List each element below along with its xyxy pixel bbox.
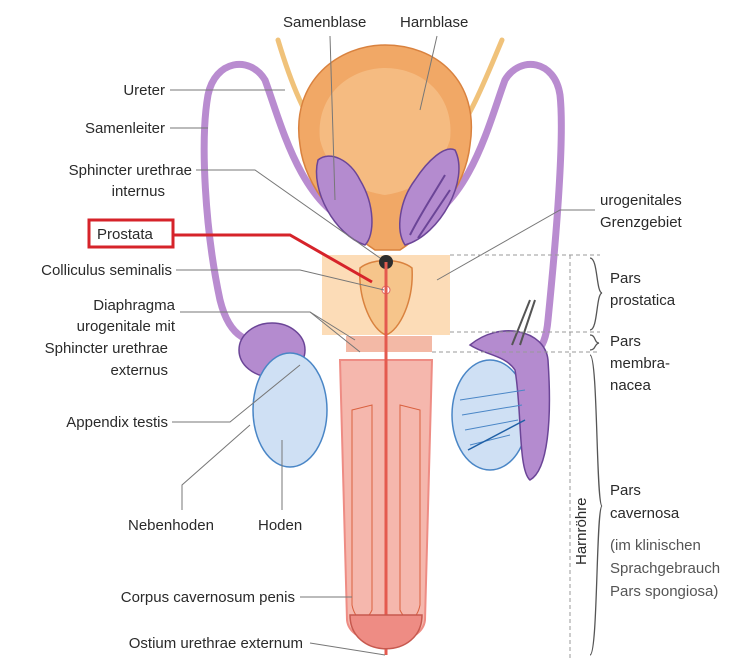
leader-nebenhoden [182,425,250,510]
label-diaphragma-2: urogenitale mit [77,318,176,335]
label-diaphragma-3: Sphincter urethrae [45,340,168,357]
label-samenleiter: Samenleiter [85,120,165,137]
leader-grenzgebiet [437,210,595,280]
label-appendix: Appendix testis [66,414,168,431]
label-pars-cav-3: (im klinischen [610,537,701,554]
label-colliculus: Colliculus seminalis [41,262,172,279]
label-pars-prost-2: prostatica [610,292,676,309]
label-sphincter-int-1: Sphincter urethrae [69,162,192,179]
penis-glans [350,615,422,649]
label-nebenhoden: Nebenhoden [128,517,214,534]
label-samenblase: Samenblase [283,14,366,31]
label-diaphragma-4: externus [110,362,168,379]
membranous-zone [346,336,432,352]
label-ureter: Ureter [123,82,165,99]
label-hoden: Hoden [258,517,302,534]
corpus-cavernosum [352,405,372,619]
label-pars-memb-2: membra- [610,355,670,372]
brace-membranacea [590,335,599,350]
label-pars-memb-1: Pars [610,333,641,350]
left-testis [253,353,327,467]
label-grenz-2: Grenzgebiet [600,214,683,231]
label-pars-memb-3: nacea [610,377,652,394]
label-pars-cav-2: cavernosa [610,505,680,522]
label-diaphragma-1: Diaphragma [93,297,175,314]
label-pars-cav-5: Pars spongiosa) [610,583,718,600]
label-corpus: Corpus cavernosum penis [121,589,295,606]
label-prostata: Prostata [97,226,154,243]
label-harnroehre: Harnröhre [573,497,590,565]
label-grenz-1: urogenitales [600,192,682,209]
label-pars-prost-1: Pars [610,270,641,287]
brace-cavernosa [590,355,602,655]
brace-prostatica [590,258,602,330]
label-harnblase: Harnblase [400,14,468,31]
label-sphincter-int-2: internus [112,183,165,200]
label-pars-cav-4: Sprachgebrauch [610,560,720,577]
corpus-cavernosum-right [400,405,420,619]
label-pars-cav-1: Pars [610,482,641,499]
label-ostium: Ostium urethrae externum [129,635,303,652]
